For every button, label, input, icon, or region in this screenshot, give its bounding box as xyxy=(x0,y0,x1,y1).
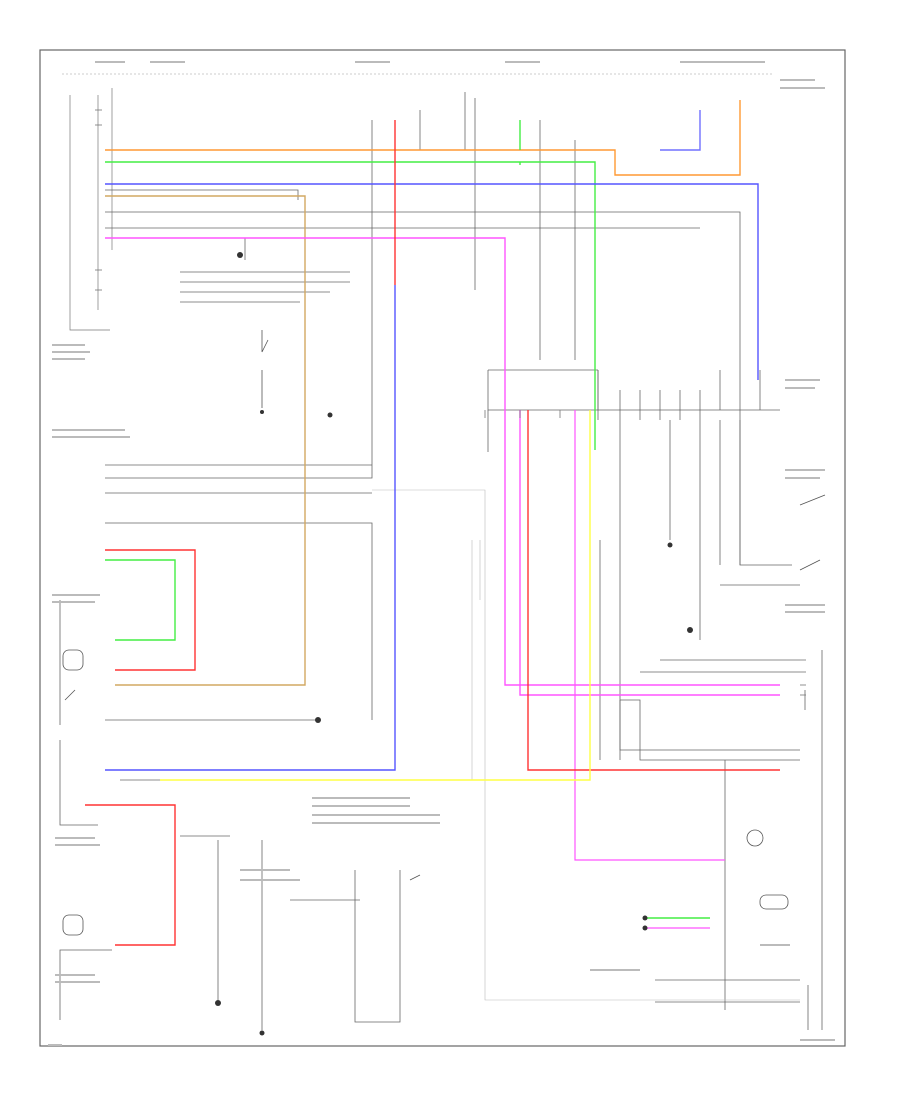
yellow-wire xyxy=(160,410,591,781)
tan-wire xyxy=(105,195,306,686)
diagram-frame xyxy=(39,49,846,1047)
motor-symbol xyxy=(62,649,789,936)
red-wire-lower xyxy=(85,804,176,946)
pink-wire xyxy=(105,237,780,696)
violet-wire xyxy=(660,110,701,151)
illegible-label-marks xyxy=(48,61,835,1046)
pink-wire-right xyxy=(574,410,725,861)
orange-wire xyxy=(105,100,741,176)
ground-symbol xyxy=(215,252,693,1036)
red-wire xyxy=(105,120,780,771)
connector-block-top-left xyxy=(69,88,113,331)
gray-wires xyxy=(372,489,800,1001)
green-wire xyxy=(105,120,596,641)
lamp-symbol xyxy=(746,829,764,847)
switch-symbol xyxy=(64,330,826,881)
blue-wire xyxy=(105,183,759,771)
connector-ticks xyxy=(95,109,806,696)
